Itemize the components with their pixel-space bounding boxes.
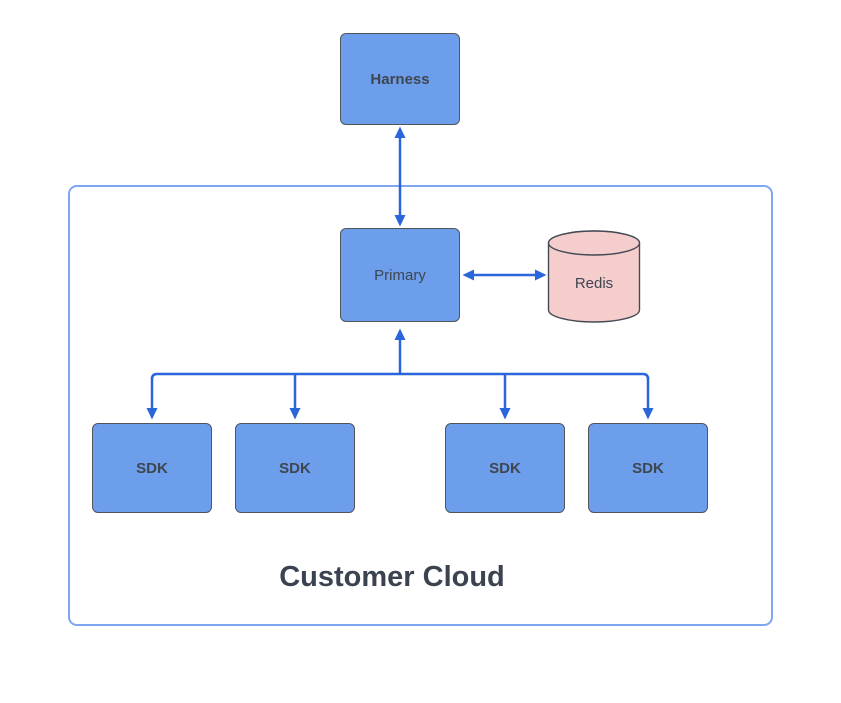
node-sdk-3: SDK [445,423,565,513]
node-sdk-2: SDK [235,423,355,513]
node-sdk-4-label: SDK [632,459,664,477]
node-sdk-1: SDK [92,423,212,513]
node-sdk-1-label: SDK [136,459,168,477]
node-primary: Primary [340,228,460,322]
node-sdk-4: SDK [588,423,708,513]
cylinder-top-rim [547,230,641,256]
node-redis-cylinder [547,230,641,323]
node-harness: Harness [340,33,460,125]
node-redis: Redis [547,230,641,323]
node-primary-label: Primary [374,266,426,284]
node-harness-label: Harness [370,70,430,88]
node-redis-label: Redis [574,275,614,292]
customer-cloud-container [68,185,773,626]
node-sdk-3-label: SDK [489,459,521,477]
customer-cloud-title: Customer Cloud [279,561,505,593]
node-sdk-2-label: SDK [279,459,311,477]
